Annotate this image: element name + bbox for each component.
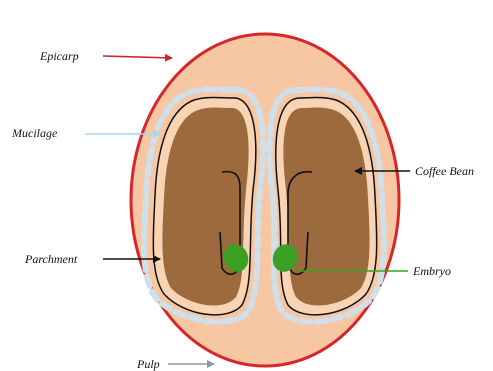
label-coffee-bean: Coffee Bean (415, 164, 474, 178)
label-parchment: Parchment (25, 252, 77, 266)
coffee-bean-right (283, 108, 369, 306)
coffee-bean-left (162, 108, 248, 306)
label-pulp: Pulp (137, 357, 160, 371)
label-mucilage: Mucilage (12, 126, 57, 140)
label-epicarp: Epicarp (40, 49, 79, 63)
label-embryo: Embryo (413, 264, 451, 278)
epicarp-arrow (103, 56, 172, 58)
